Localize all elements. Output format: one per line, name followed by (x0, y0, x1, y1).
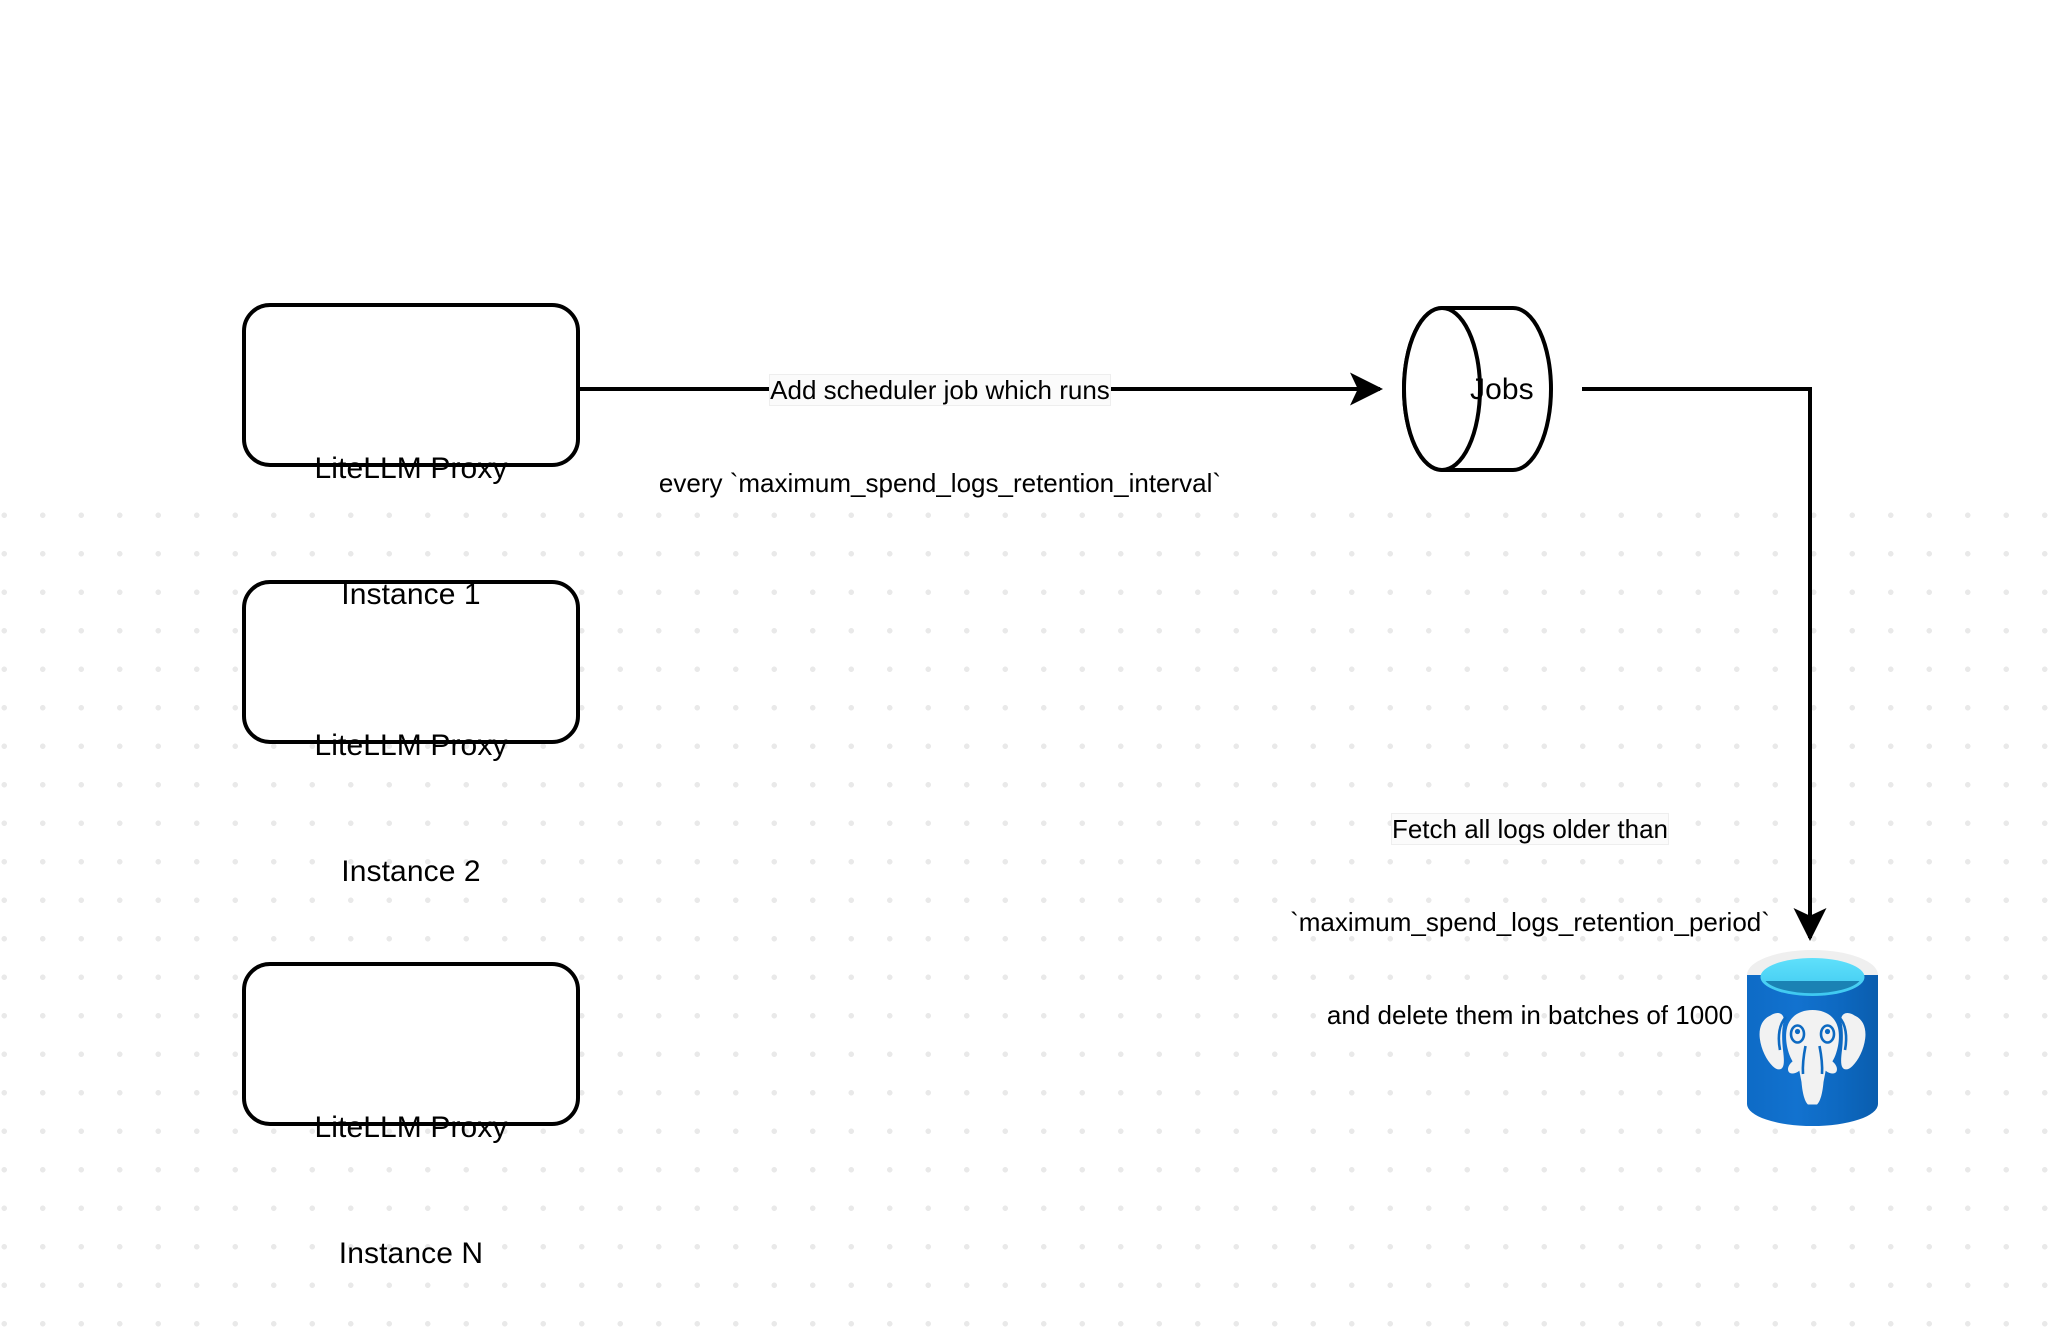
edge-1-line-2: every `maximum_spend_logs_retention_inte… (658, 468, 1222, 498)
node-postgres-database[interactable] (1747, 950, 1878, 1126)
node-proxy-instance-n[interactable] (242, 962, 580, 1126)
node-proxy-instance-1-label: LiteLLM Proxy Instance 1 (244, 364, 578, 700)
edge-jobs-to-postgres (1582, 387, 1827, 941)
edge-jobs-to-postgres-label: Fetch all logs older than `maximum_spend… (1230, 752, 1830, 1093)
edge-2-line-1-text: Fetch all logs older than (1390, 813, 1670, 845)
proxy-1-line-1: LiteLLM Proxy (314, 452, 508, 485)
proxy-n-line-1: LiteLLM Proxy (314, 1111, 508, 1144)
node-proxy-instance-n-label: LiteLLM Proxy Instance N (244, 1023, 578, 1342)
postgres-elephant-eye-pupils (1794, 1028, 1831, 1035)
node-proxy-instance-1[interactable] (242, 303, 580, 467)
postgres-top-shadow-fill (1765, 981, 1860, 994)
edge-2-line-2: `maximum_spend_logs_retention_period` (1290, 907, 1770, 937)
proxy-2-line-2: Instance 2 (341, 855, 481, 888)
proxy-n-line-2: Instance N (338, 1237, 484, 1270)
edge-1-line-1-text: Add scheduler job which runs (769, 374, 1111, 406)
proxy-1-line-2: Instance 1 (341, 578, 481, 611)
node-proxy-instance-2-label: LiteLLM Proxy Instance 2 (244, 641, 578, 977)
postgres-elephant-eye-details (1777, 1016, 1848, 1075)
node-jobs-cylinder[interactable] (1402, 306, 1553, 472)
edge-proxy1-to-jobs-label: Add scheduler job which runs every `maxi… (560, 313, 1320, 561)
edge-2-line-1: Fetch all logs older than (1230, 813, 1830, 845)
edge-1-line-1: Add scheduler job which runs (560, 374, 1320, 406)
edge-2-line-3: and delete them in batches of 1000 (1326, 1000, 1734, 1030)
proxy-2-line-1: LiteLLM Proxy (314, 729, 508, 762)
postgresql-elephant-icon (1759, 1010, 1866, 1105)
node-proxy-instance-2[interactable] (242, 580, 580, 744)
node-jobs-label: Jobs (1470, 373, 1534, 406)
